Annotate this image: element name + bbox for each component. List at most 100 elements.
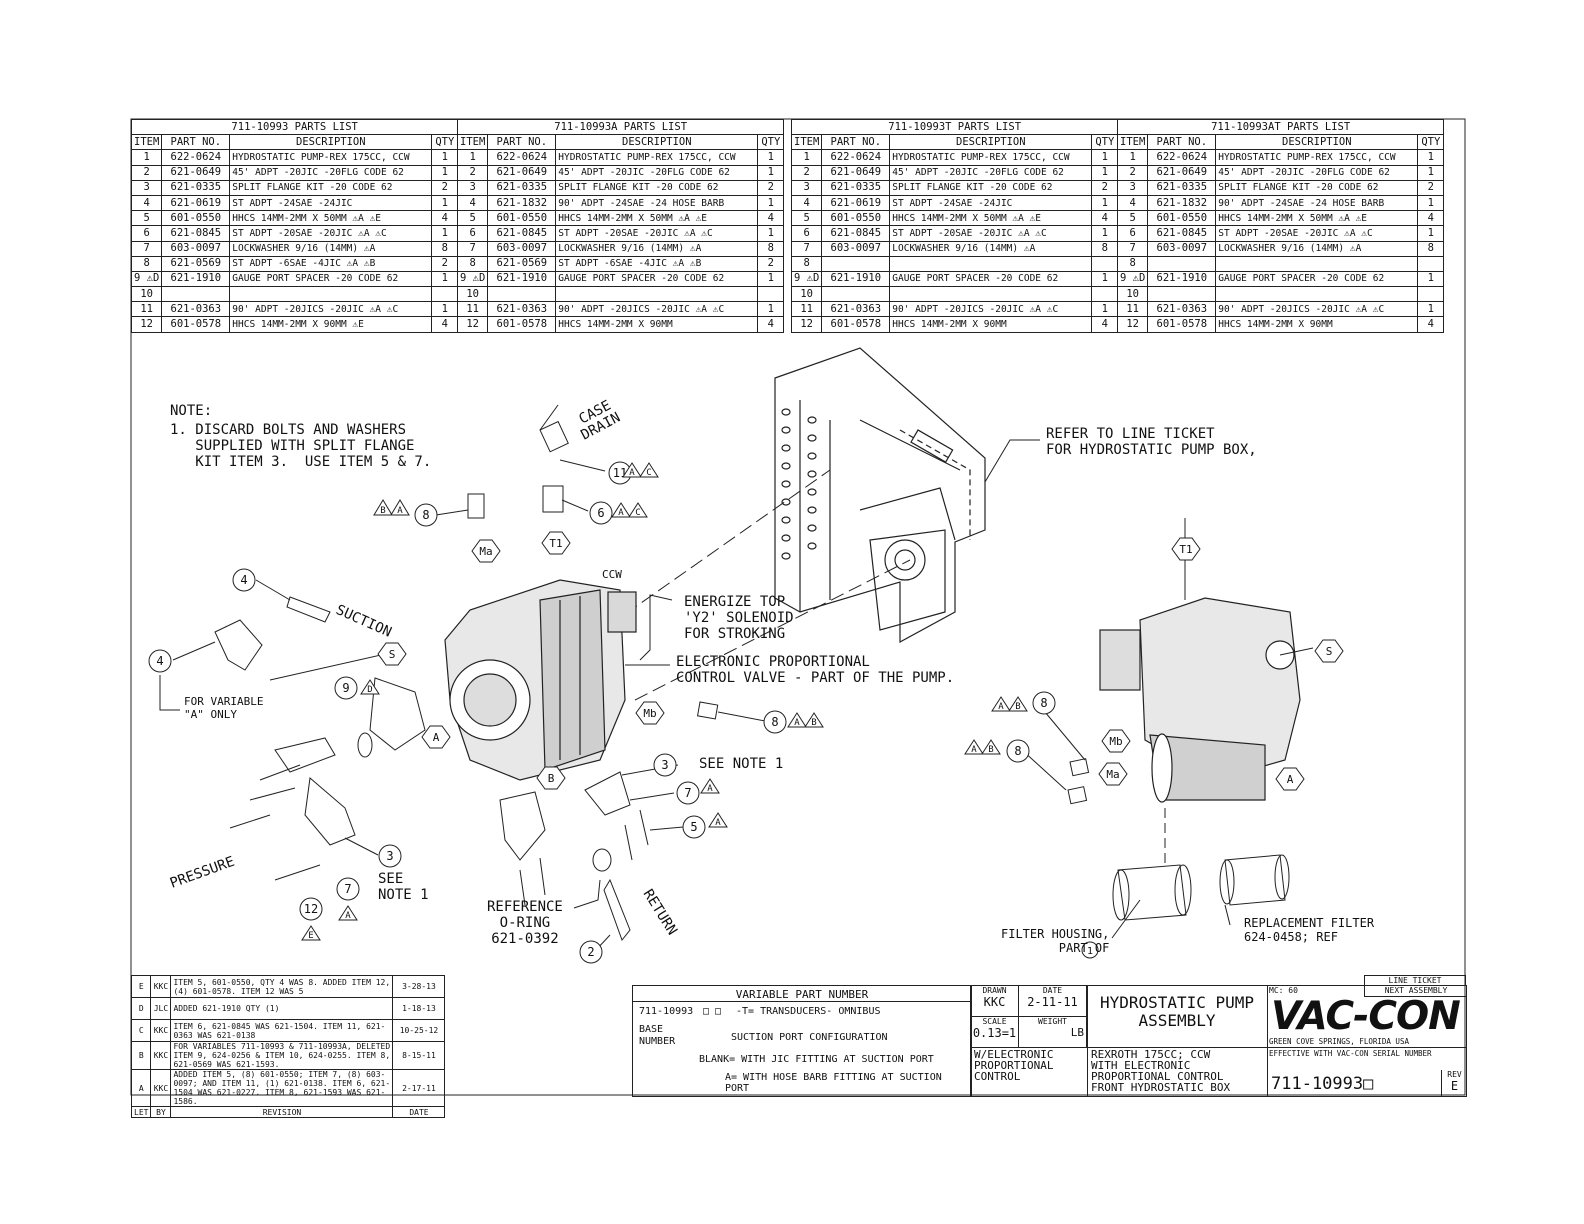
- qty-cell: 1: [757, 225, 785, 242]
- qty-cell: 1: [757, 164, 785, 181]
- revision-header-let: LET: [130, 1106, 152, 1118]
- flag-b-8-ra: B: [1015, 702, 1020, 712]
- item-cell: 1: [1116, 149, 1149, 166]
- parts-list-header-desc: DESCRIPTION: [889, 134, 1093, 151]
- flag-c-11: C: [646, 468, 651, 478]
- item-cell: 9 ⚠D: [130, 270, 163, 288]
- port-a-right: A: [1287, 773, 1294, 786]
- revision-header-date: DATE: [392, 1106, 446, 1118]
- note-text: 1. DISCARD BOLTS AND WASHERS SUPPLIED WI…: [170, 422, 432, 471]
- leader-refer: [984, 439, 1040, 483]
- part-no-cell: 622-0624: [161, 149, 231, 166]
- part-no-cell: 622-0624: [1147, 149, 1217, 166]
- rev-label: REV: [1447, 1070, 1462, 1079]
- replacement-filter-note: REPLACEMENT FILTER 624-0458; REF: [1244, 916, 1375, 944]
- revision-rev: ADDED ITEM 5, (8) 601-0550; ITEM 7, (8) …: [170, 1069, 394, 1107]
- company-location: GREEN COVE SPRINGS, FLORIDA USA: [1269, 1037, 1409, 1046]
- revision-let: E: [130, 975, 152, 998]
- revision-header-by: BY: [150, 1106, 172, 1118]
- balloon-8-right-a: 8: [1040, 696, 1047, 710]
- line-ticket-label: LINE TICKET: [1364, 975, 1466, 986]
- centerline-1: [559, 469, 831, 661]
- qty-cell: 4: [757, 316, 785, 333]
- fittings: [214, 420, 1090, 942]
- flag-a-11: A: [629, 468, 635, 478]
- qty-cell: 4: [757, 210, 785, 227]
- item-cell: 12: [456, 316, 489, 333]
- part-no-cell: 621-1910: [487, 270, 557, 288]
- parts-list-header-desc: DESCRIPTION: [1215, 134, 1419, 151]
- see-note-1-left: SEE NOTE 1: [378, 871, 429, 904]
- table-row: 10: [456, 286, 785, 303]
- flag-a-8: A: [397, 506, 403, 516]
- balloon-5: 5: [690, 820, 697, 834]
- revision-flags: [301, 462, 1028, 941]
- qty-cell: 1: [1417, 164, 1445, 181]
- mc-label: MC: 60: [1269, 986, 1298, 995]
- return-label: RETURN: [640, 887, 680, 938]
- part-no-cell: 621-0363: [487, 301, 557, 318]
- oring-note: REFERENCE O-RING 621-0392: [487, 899, 563, 948]
- see-note-1: SEE NOTE 1: [699, 756, 784, 772]
- parts-list-header-qty: QTY: [1091, 134, 1119, 151]
- replacement-filter: [1219, 854, 1290, 906]
- variable-part-block: VARIABLE PART NUMBER 711-10993 □ □ -T= T…: [632, 985, 972, 1097]
- revision-rev: ITEM 5, 601-0550, QTY 4 WAS 8. ADDED ITE…: [170, 975, 394, 998]
- drawn-label: DRAWN: [982, 986, 1007, 995]
- variable-title: VARIABLE PART NUMBER: [735, 988, 869, 1001]
- part-no-cell: 621-0619: [821, 194, 891, 212]
- weight-label: WEIGHT: [1038, 1017, 1067, 1026]
- description-cell: HHCS 14MM-2MM X 90MM: [555, 316, 759, 333]
- part-no-cell: 601-0578: [487, 316, 557, 333]
- balloons: [148, 461, 1099, 964]
- centerline-2: [634, 559, 911, 701]
- balloon-2: 2: [587, 945, 594, 959]
- port-s: S: [389, 648, 396, 661]
- qty-cell: 4: [1091, 316, 1119, 333]
- next-assembly-label: NEXT ASSEMBLY: [1364, 986, 1467, 997]
- flag-a-6: A: [618, 508, 624, 518]
- part-no-cell: 621-0649: [161, 164, 231, 181]
- variable-boxes: □ □: [703, 1006, 722, 1017]
- filter-housing-note: FILTER HOUSING, PART OF: [1001, 927, 1110, 955]
- balloon-9: 9: [342, 681, 349, 695]
- pump-right: [1099, 597, 1301, 803]
- part-no-cell: 621-0569: [161, 255, 231, 272]
- parts-list-header-qty: QTY: [431, 134, 459, 151]
- revision-let: A: [130, 1069, 152, 1107]
- part-no-cell: 621-0649: [1147, 164, 1217, 181]
- item-cell: 12: [130, 316, 163, 333]
- port-mb: Mb: [643, 707, 656, 720]
- variable-line-t: -T= TRANSDUCERS- OMNIBUS: [736, 1006, 881, 1017]
- parts-list-header-part: PART NO.: [1147, 134, 1217, 151]
- flag-a-8-ra: A: [998, 702, 1004, 712]
- part-no-cell: 622-0624: [487, 149, 557, 166]
- note-title: NOTE:: [170, 403, 213, 419]
- subtitle-left: W/ELECTRONIC PROPORTIONAL CONTROL: [974, 1048, 1054, 1083]
- port-mb-right: Mb: [1109, 735, 1122, 748]
- description-cell: HHCS 14MM-2MM X 90MM ⚠E: [229, 316, 433, 333]
- flag-a-8-mid: A: [794, 718, 800, 728]
